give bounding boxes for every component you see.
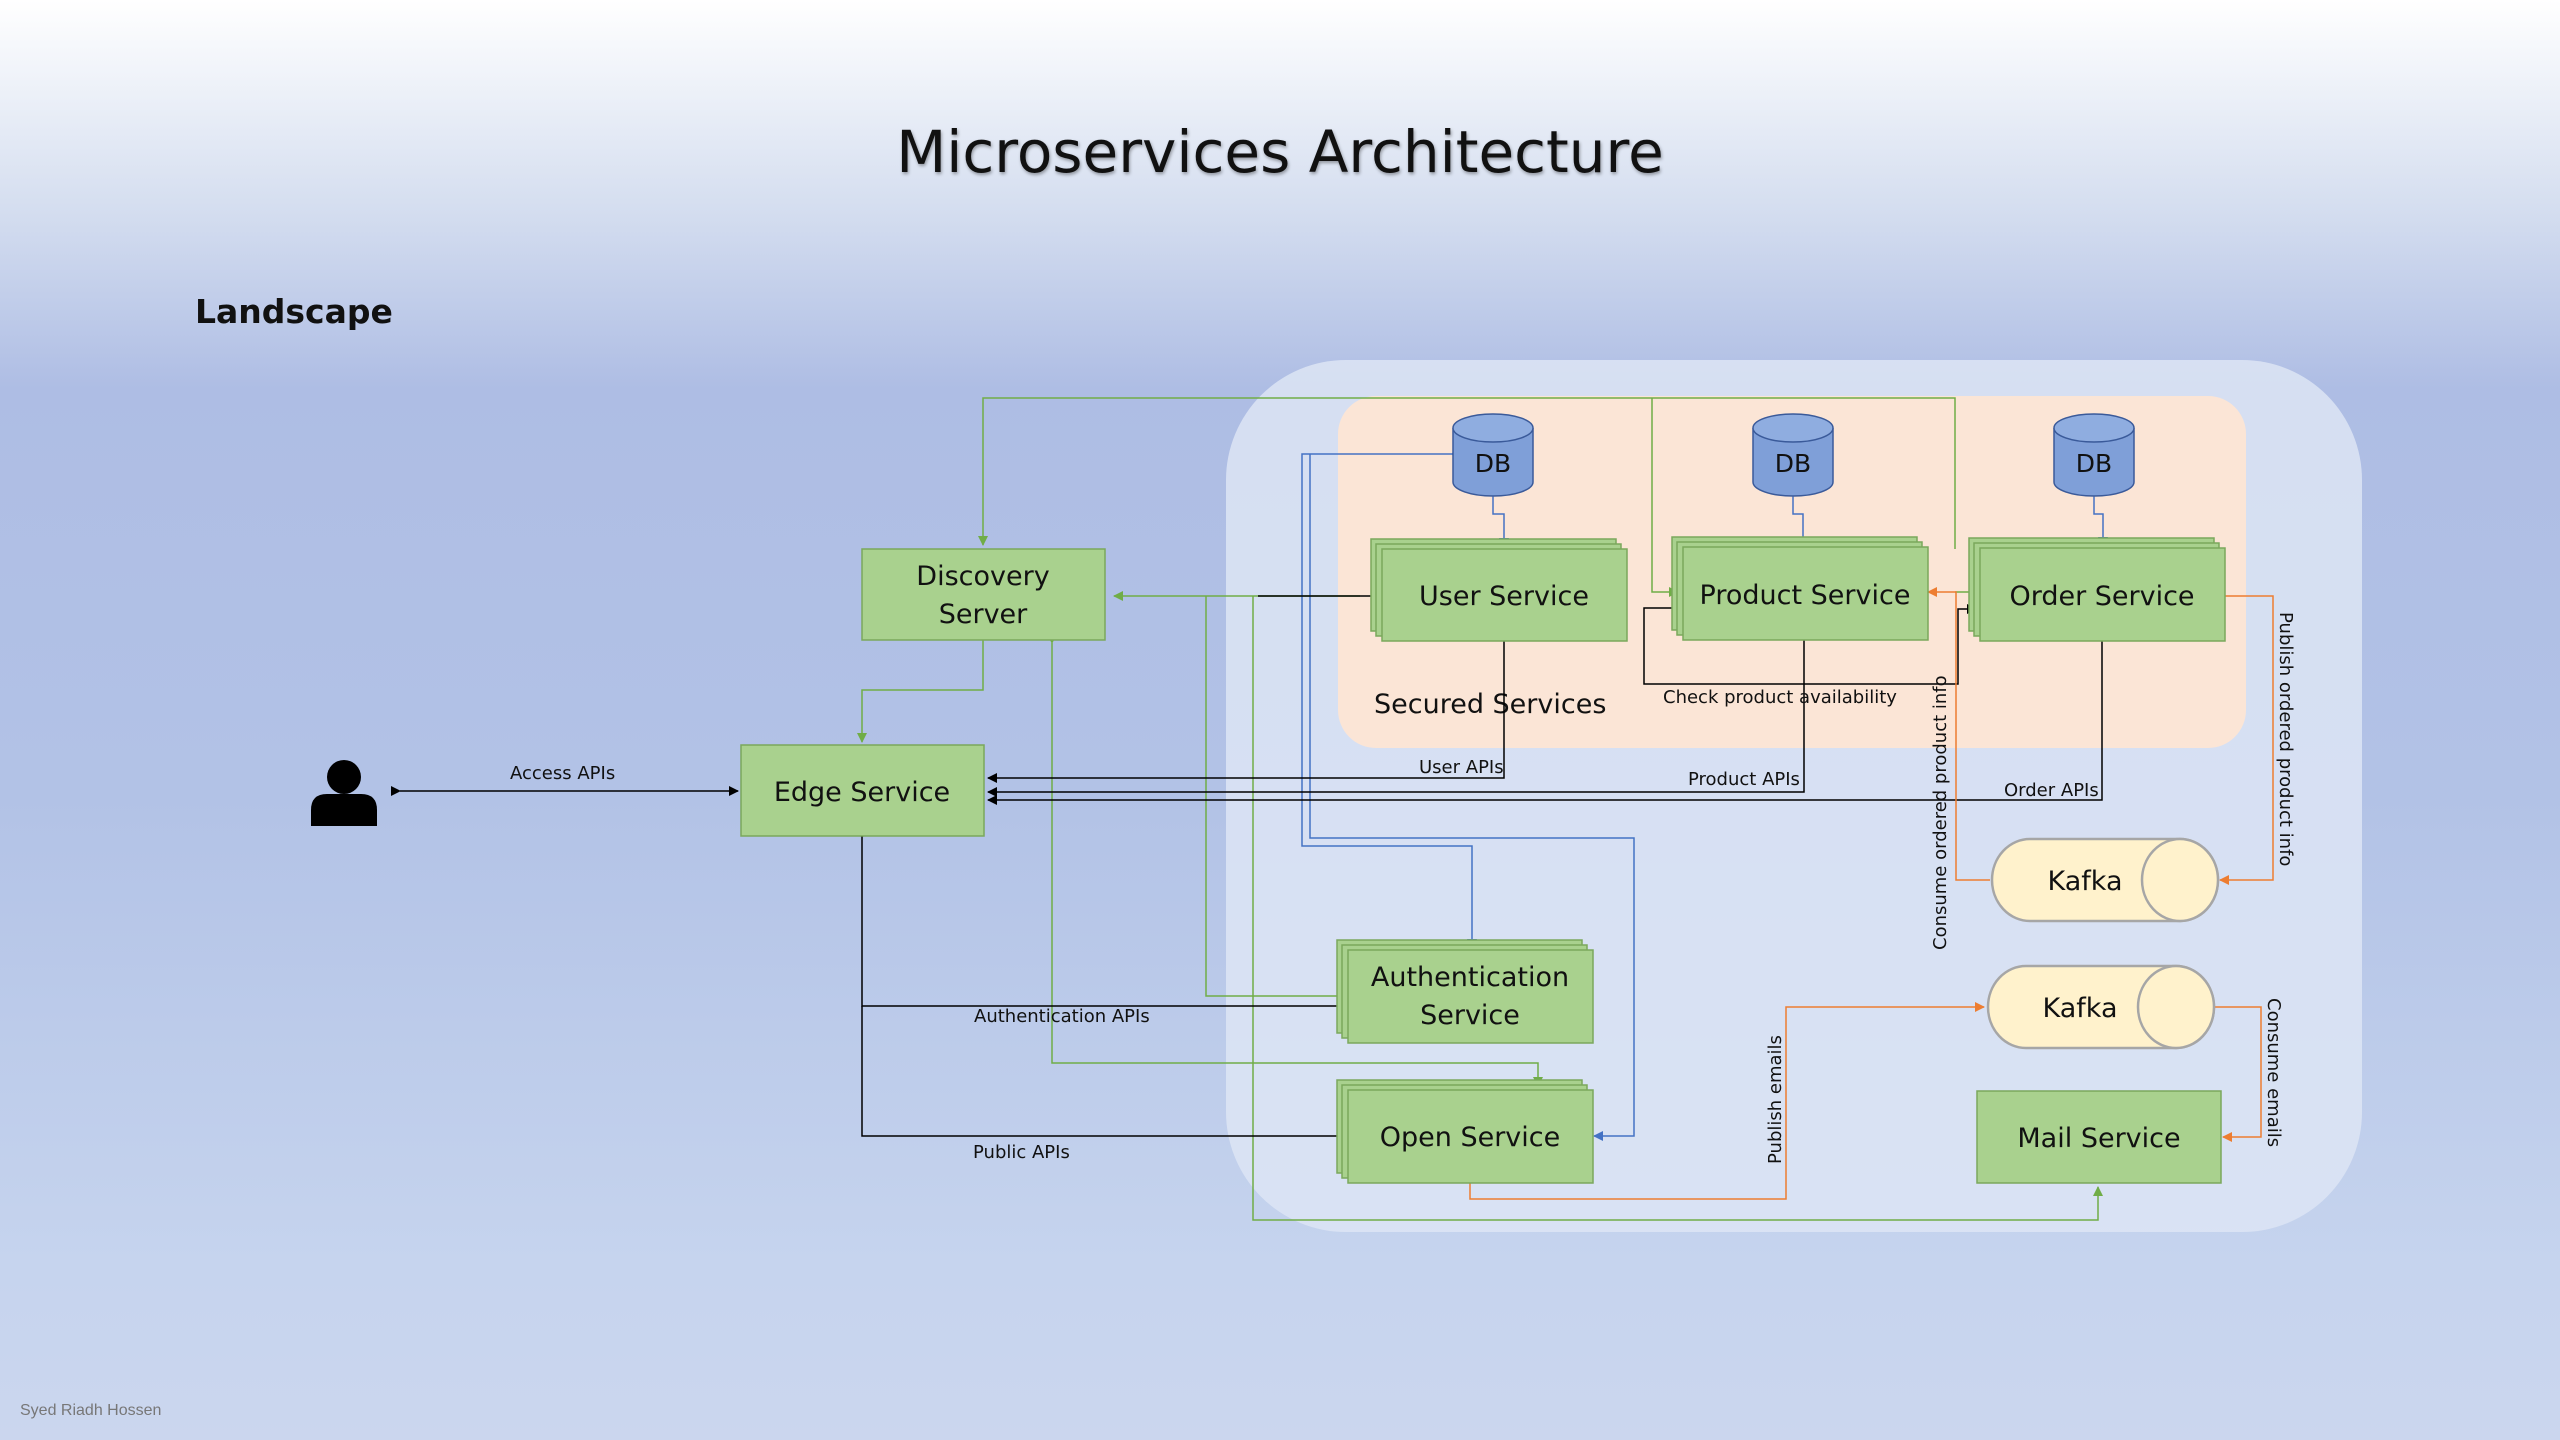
mail-service-label: Mail Service [2017, 1123, 2180, 1154]
product-service-node[interactable]: Product Service [1671, 536, 1929, 641]
section-subtitle: Landscape [195, 292, 393, 331]
access-apis-label: Access APIs [510, 763, 615, 784]
kafka-order-queue[interactable]: Kafka [1990, 837, 2220, 923]
person-icon [311, 760, 377, 826]
consume-ordered-label: Consume ordered product info [1930, 675, 1951, 950]
check-product-label: Check product availability [1663, 687, 1897, 708]
product-apis-label: Product APIs [1688, 769, 1800, 790]
order-database[interactable]: DB [2053, 413, 2135, 497]
public-apis-label: Public APIs [973, 1142, 1070, 1163]
api-routes [857, 591, 2107, 1141]
authentication-service-node[interactable]: Authentication Service [1336, 939, 1594, 1044]
authentication-apis-label: Authentication APIs [974, 1006, 1150, 1027]
secured-services-label: Secured Services [1374, 689, 1606, 720]
order-service-label: Order Service [2009, 581, 2194, 612]
authentication-service-line-1: Authentication [1371, 962, 1569, 993]
page-title: Microservices Architecture [896, 118, 1664, 186]
user-database[interactable]: DB [1452, 413, 1534, 497]
edge-service-label: Edge Service [774, 777, 950, 808]
open-service-node[interactable]: Open Service [1336, 1079, 1594, 1184]
open-service-label: Open Service [1380, 1122, 1560, 1153]
user-service-label: User Service [1419, 581, 1589, 612]
kafka-order-label: Kafka [2048, 866, 2123, 897]
kafka-email-label: Kafka [2043, 993, 2118, 1024]
publish-emails-label: Publish emails [1765, 1035, 1786, 1164]
mail-service-node[interactable]: Mail Service [1976, 1090, 2222, 1184]
product-db-label: DB [1775, 449, 1811, 478]
discovery-server-line-2: Server [939, 599, 1028, 630]
order-db-label: DB [2076, 449, 2112, 478]
publish-ordered-label: Publish ordered product info [2275, 612, 2296, 866]
kafka-email-queue[interactable]: Kafka [1986, 964, 2216, 1050]
user-db-label: DB [1475, 449, 1511, 478]
messaging-routes [1469, 587, 2274, 1200]
discovery-server-line-1: Discovery [916, 561, 1049, 592]
discovery-server-node[interactable]: Discovery Server [861, 548, 1106, 641]
product-database[interactable]: DB [1752, 413, 1834, 497]
order-apis-label: Order APIs [2004, 780, 2099, 801]
authentication-service-line-2: Service [1420, 1000, 1520, 1031]
author-credit: Syed Riadh Hossen [20, 1402, 162, 1419]
user-apis-label: User APIs [1419, 757, 1504, 778]
user-service-node[interactable]: User Service [1370, 538, 1628, 642]
consume-emails-label: Consume emails [2263, 998, 2284, 1147]
order-service-node[interactable]: Order Service [1968, 537, 2226, 642]
edge-service-node[interactable]: Edge Service [740, 744, 985, 837]
product-service-label: Product Service [1700, 580, 1911, 611]
